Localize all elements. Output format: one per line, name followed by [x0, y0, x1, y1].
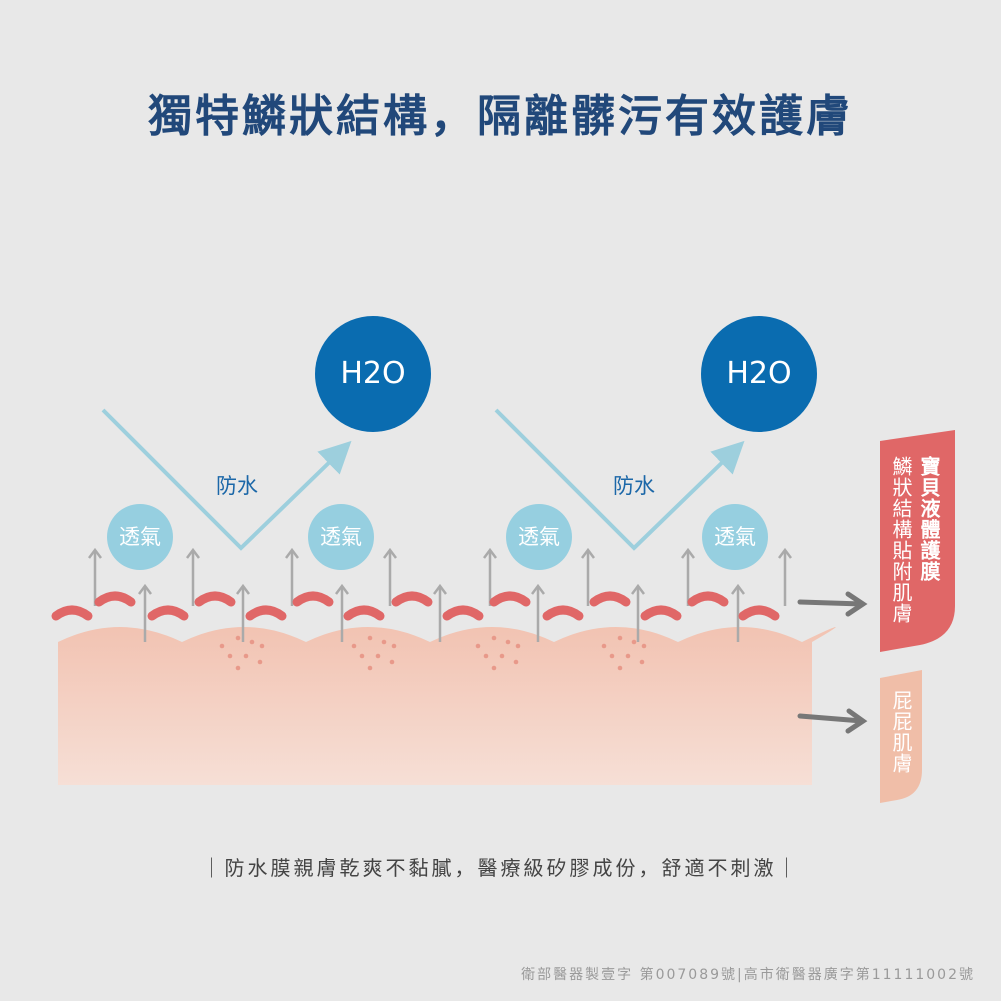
water-bounce-line-1: [101, 408, 352, 551]
breath-arrow: [631, 583, 645, 642]
breath-arrow: [731, 583, 745, 642]
pore-dot: [243, 653, 249, 659]
scale: [489, 591, 531, 607]
h2o-circle: [701, 316, 817, 432]
pore-dot: [601, 643, 607, 649]
scale: [51, 605, 93, 621]
scale: [194, 591, 236, 607]
pore-dot: [235, 635, 241, 641]
license-footer: 衛部醫器製壹字 第007089號|高市衛醫器廣字第11111002號: [521, 967, 975, 983]
pore-dot: [367, 635, 373, 641]
pore-dot: [389, 659, 395, 665]
breathable-bubble: [702, 504, 768, 570]
scale: [589, 591, 631, 607]
water-bounce-line-2: [494, 408, 745, 551]
breathable-label: 透氣: [320, 525, 362, 549]
pointer-arrow-top: [797, 591, 868, 617]
scale: [542, 605, 584, 621]
pore-dot: [259, 643, 265, 649]
breath-arrow: [433, 583, 447, 642]
pore-dot: [359, 653, 365, 659]
breathable-label: 透氣: [714, 525, 756, 549]
breathable-label: 透氣: [518, 525, 560, 549]
pore-dot: [491, 635, 497, 641]
page-title: 獨特鱗狀結構，隔離髒污有效護膚: [148, 91, 853, 142]
pointer-arrow-bottom: [797, 708, 868, 734]
pore-dot: [513, 659, 519, 665]
pore-dot: [249, 639, 255, 645]
pore-dot: [631, 639, 637, 645]
breath-arrow: [531, 583, 545, 642]
scale: [343, 605, 385, 621]
pore-dot: [625, 653, 631, 659]
scale: [687, 591, 729, 607]
scale: [391, 591, 433, 607]
h2o-label: H2O: [340, 356, 406, 391]
scale: [640, 605, 682, 621]
breath-arrow: [138, 583, 152, 642]
breath-arrow: [778, 547, 792, 606]
breathable-label: 透氣: [119, 525, 161, 549]
pore-dot: [639, 659, 645, 665]
tag-bottom-shape: [880, 670, 922, 803]
pore-dot: [375, 653, 381, 659]
breath-arrow: [483, 547, 497, 606]
pore-dot: [381, 639, 387, 645]
pore-dot: [391, 643, 397, 649]
pore-dot: [227, 653, 233, 659]
breath-arrow: [681, 547, 695, 606]
breath-arrow: [186, 547, 200, 606]
pore-dot: [609, 653, 615, 659]
breath-arrow: [581, 547, 595, 606]
pore-dot: [219, 643, 225, 649]
scale: [738, 605, 780, 621]
breath-arrows: [88, 547, 792, 642]
breath-arrow: [88, 547, 102, 606]
breathable-bubble: [308, 504, 374, 570]
scale: [442, 605, 484, 621]
caption: ｜防水膜親膚乾爽不黏膩，醫療級矽膠成份，舒適不刺激｜: [201, 856, 800, 880]
pore-dot: [367, 665, 373, 671]
pore-dot: [641, 643, 647, 649]
breath-arrow: [285, 547, 299, 606]
pore-dot: [499, 653, 505, 659]
waterproof-label: 防水: [613, 474, 655, 498]
pore-dot: [475, 643, 481, 649]
tag-top-shape: [880, 430, 955, 652]
pore-dot: [515, 643, 521, 649]
breathable-bubble: [107, 504, 173, 570]
scale-structure: [51, 591, 780, 621]
breathable-bubble: [506, 504, 572, 570]
breath-arrow: [335, 583, 349, 642]
tag-top-bold-text: 寶貝液體護膜: [917, 456, 941, 582]
pore-dot: [491, 665, 497, 671]
pore-dot: [617, 635, 623, 641]
breath-arrow: [236, 583, 250, 642]
waterproof-label: 防水: [216, 474, 258, 498]
pore-dot: [351, 643, 357, 649]
pore-dot: [257, 659, 263, 665]
breath-arrow: [383, 547, 397, 606]
skin-layer: [58, 627, 836, 785]
skin-pores: [219, 635, 647, 671]
h2o-label: H2O: [726, 356, 792, 391]
scale: [245, 605, 287, 621]
scale: [147, 605, 189, 621]
pore-dot: [235, 665, 241, 671]
pore-dot: [483, 653, 489, 659]
h2o-circle: [315, 316, 431, 432]
pore-dot: [617, 665, 623, 671]
tag-top-text: 鱗狀結構貼附肌膚: [889, 456, 913, 624]
pore-dot: [505, 639, 511, 645]
tag-bottom-text: 屁屁肌膚: [889, 690, 913, 774]
scale: [292, 591, 334, 607]
scale: [94, 591, 136, 607]
